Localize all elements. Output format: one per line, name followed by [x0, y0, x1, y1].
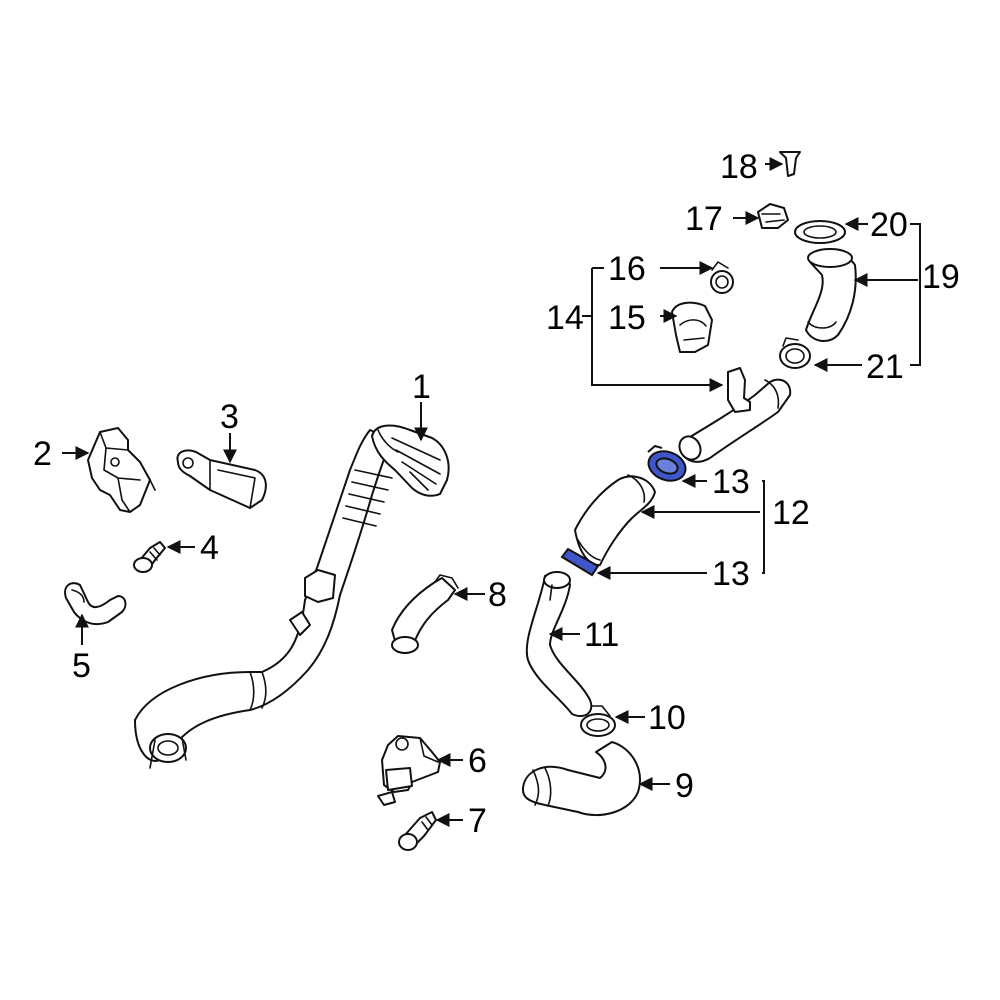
part-3-bracket[interactable] — [176, 449, 267, 509]
callout-1: 1 — [412, 368, 431, 406]
callout-3: 3 — [220, 398, 239, 436]
callout-11: 11 — [584, 616, 619, 654]
part-1-intake-pipe[interactable] — [134, 424, 450, 769]
callout-13-lower: 13 — [712, 555, 750, 593]
callout-4: 4 — [200, 529, 219, 567]
callout-15: 15 — [608, 299, 646, 337]
callout-7: 7 — [468, 802, 487, 840]
part-6-valve[interactable] — [377, 735, 441, 806]
callout-5: 5 — [72, 647, 91, 685]
part-5-hose[interactable] — [64, 582, 127, 626]
callout-16: 16 — [608, 250, 646, 288]
part-7-bolt[interactable] — [398, 811, 437, 851]
callout-8: 8 — [488, 576, 507, 614]
part-15-sensor[interactable] — [671, 301, 713, 353]
part-16-clip[interactable] — [710, 261, 734, 294]
callout-18: 18 — [720, 148, 758, 186]
part-12-hose[interactable] — [574, 474, 656, 567]
part-20-seal[interactable] — [794, 220, 846, 244]
part-9-hose[interactable] — [521, 741, 641, 817]
callout-19: 19 — [922, 258, 960, 296]
leader-lines — [62, 157, 921, 827]
callout-12: 12 — [772, 494, 810, 532]
part-8-hose[interactable] — [391, 574, 459, 654]
part-11-tube[interactable] — [525, 571, 593, 718]
callout-13-upper: 13 — [712, 463, 750, 501]
part-14-pipe[interactable] — [675, 367, 792, 463]
part-17-bracket[interactable] — [757, 203, 789, 229]
callout-14: 14 — [546, 299, 584, 337]
callout-10: 10 — [648, 699, 686, 737]
part-19-elbow-hose[interactable] — [805, 248, 857, 342]
part-2-bracket[interactable] — [87, 427, 156, 513]
callout-9: 9 — [675, 767, 694, 805]
part-4-bolt[interactable] — [133, 541, 166, 573]
part-21-clamp[interactable] — [779, 337, 811, 369]
callout-6: 6 — [468, 742, 487, 780]
callout-20: 20 — [870, 206, 908, 244]
part-13-seal-upper[interactable] — [644, 444, 689, 486]
callout-2: 2 — [33, 435, 52, 473]
callout-labels: 1 2 3 4 5 6 7 8 9 10 11 12 13 13 14 15 1… — [33, 148, 960, 840]
part-18-pin[interactable] — [779, 151, 801, 177]
callout-21: 21 — [866, 348, 904, 386]
callout-17: 17 — [685, 200, 723, 238]
